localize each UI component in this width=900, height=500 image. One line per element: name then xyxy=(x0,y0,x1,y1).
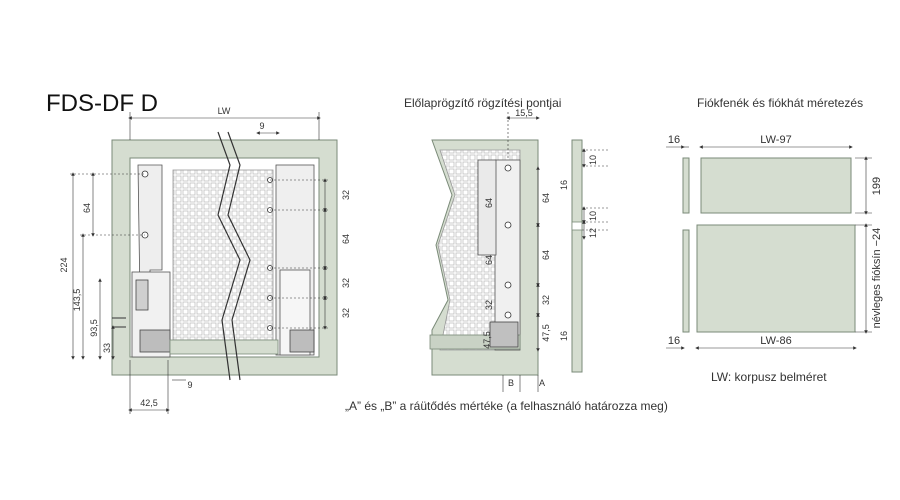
sizing-view: 16 LW-97 199 16 LW-86 névleges fióksín −… xyxy=(666,134,883,350)
dim-64-b: 64 xyxy=(341,234,351,244)
dim-nominal-rail: névleges fióksín −24 xyxy=(871,228,883,329)
dim-10-b: 10 xyxy=(588,211,598,221)
drawer-bottom xyxy=(169,339,279,355)
drawer-back-panel xyxy=(700,157,852,214)
dim-64-mid-a: 64 xyxy=(484,198,494,208)
dim-32-b: 32 xyxy=(341,278,351,288)
dim-64-mid-c: 64 xyxy=(484,255,494,265)
drawer-bottom-panel xyxy=(696,224,856,333)
dim-199: 199 xyxy=(871,177,883,195)
hole xyxy=(504,164,512,172)
mounting-view: 15,5 64 64 64 64 32 32 47,5 47,5 B A xyxy=(429,108,610,392)
dim-10-a: 10 xyxy=(588,155,598,165)
dim-9-bottom: 9 xyxy=(187,380,192,390)
dim-32-mid-b: 32 xyxy=(541,295,551,305)
mounting-points-heading: Előlaprögzítő rögzítési pontjai xyxy=(404,96,562,110)
dim-lw-97: LW-97 xyxy=(760,134,791,146)
dim-lw: LW xyxy=(218,106,231,116)
dim-32-mid-a: 32 xyxy=(484,300,494,310)
dim-9-top: 9 xyxy=(259,121,264,131)
dim-47-5-a: 47,5 xyxy=(482,331,492,349)
left-clip xyxy=(135,279,149,311)
dim-16-side-a: 16 xyxy=(559,180,569,190)
dim-32-c: 32 xyxy=(341,308,351,318)
hole xyxy=(504,311,512,319)
hole xyxy=(504,281,512,289)
side-profile xyxy=(571,139,583,373)
side-slot xyxy=(571,221,583,231)
dim-93-5: 93,5 xyxy=(89,319,99,337)
dim-16-bottom: 16 xyxy=(668,335,680,347)
dim-16-side-b: 16 xyxy=(559,331,569,341)
pullout-footnote: „A” és „B” a ráütődés mértéke (a felhasz… xyxy=(345,399,668,413)
right-slide-mech xyxy=(289,329,315,353)
dim-64-mid-b: 64 xyxy=(541,193,551,203)
left-slide-mech xyxy=(139,329,171,353)
dim-a: A xyxy=(539,378,545,388)
dim-64: 64 xyxy=(82,203,92,213)
break-line-b xyxy=(227,131,251,381)
lw-footnote: LW: korpusz belméret xyxy=(711,370,827,384)
dim-16-top: 16 xyxy=(668,134,680,146)
back-edge-strip xyxy=(682,157,690,214)
front-view: LW 9 64 224 143,5 93,5 33 32 64 32 32 9 … xyxy=(59,106,351,414)
page-title: FDS-DF D xyxy=(46,90,158,117)
dim-b: B xyxy=(508,378,514,388)
dim-224: 224 xyxy=(59,257,69,272)
dim-lw-86: LW-86 xyxy=(760,335,791,347)
dim-15-5: 15,5 xyxy=(515,108,533,118)
dim-143-5: 143,5 xyxy=(72,289,82,312)
sizing-heading: Fiókfenék és fiókhát méretezés xyxy=(697,96,864,110)
bottom-edge-strip xyxy=(682,229,690,333)
break-line-a xyxy=(217,131,241,381)
hole xyxy=(504,221,512,229)
mount-bracket xyxy=(477,159,497,256)
dim-33: 33 xyxy=(102,343,112,353)
dim-42-5: 42,5 xyxy=(140,398,158,408)
dim-64-mid-d: 64 xyxy=(541,250,551,260)
dim-12: 12 xyxy=(588,228,598,238)
mount-mech xyxy=(489,321,519,348)
mount-runner xyxy=(494,159,521,351)
mesh-panel xyxy=(172,169,274,341)
dim-47-5-b: 47,5 xyxy=(541,324,551,342)
dim-32-a: 32 xyxy=(341,190,351,200)
